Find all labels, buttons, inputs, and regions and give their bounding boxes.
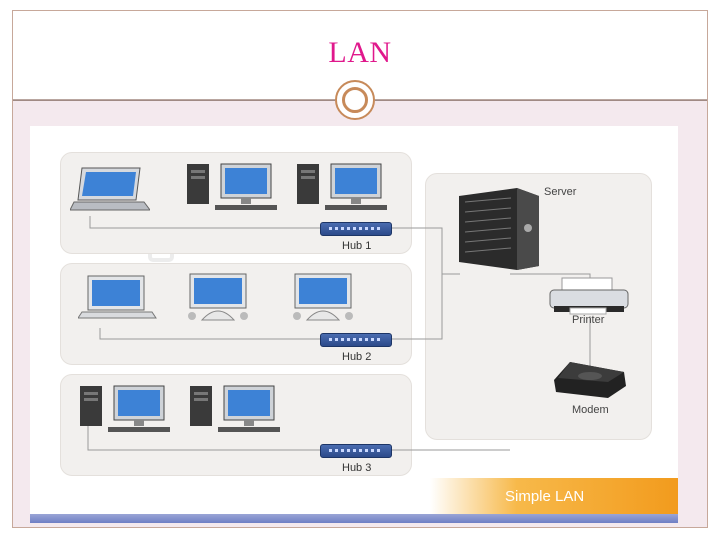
laptop-icon [70, 167, 150, 211]
hub-3-icon [320, 444, 392, 458]
modem-icon [554, 362, 626, 398]
bottom-accent-bar [30, 514, 678, 523]
server-label: Server [544, 186, 577, 198]
hub-1-icon [320, 222, 392, 236]
ornament-circle-icon [335, 80, 375, 120]
slide-title: LAN [328, 36, 392, 69]
line-hub2-server [388, 274, 443, 340]
hub-leds [329, 227, 383, 230]
server-icon [459, 188, 539, 270]
desktop-pc-icon [80, 385, 170, 432]
connection-lines [87, 216, 591, 451]
hub-3-label: Hub 3 [342, 462, 372, 474]
ornament-inner-ring [342, 87, 368, 113]
desktop-pc-icon [297, 163, 387, 210]
hub-1-label: Hub 1 [342, 240, 372, 252]
title-rule-right [375, 100, 707, 101]
line-hub2-laptop [99, 328, 320, 340]
printer-icon [549, 277, 629, 315]
line-hub1-laptop [89, 216, 320, 229]
line-hub1-server [388, 227, 460, 275]
diagram-caption: Simple LAN [505, 488, 585, 505]
hub-leds [329, 449, 383, 452]
laptop-icon [78, 275, 157, 319]
hub-2-icon [320, 333, 392, 347]
title-rule-left [13, 100, 335, 101]
printer-label: Printer [572, 314, 605, 326]
desktop-pc-icon [190, 385, 280, 432]
lan-diagram: Hub 1 Hub 2 Hub 3 [30, 126, 678, 514]
hub-leds [329, 338, 383, 341]
modem-label: Modem [572, 404, 609, 416]
line-hub3-pcs [87, 426, 320, 451]
imac-icon [293, 273, 353, 321]
hub-2-label: Hub 2 [342, 351, 372, 363]
desktop-pc-icon [187, 163, 277, 210]
caption-banner [430, 478, 678, 514]
imac-icon [188, 273, 248, 321]
